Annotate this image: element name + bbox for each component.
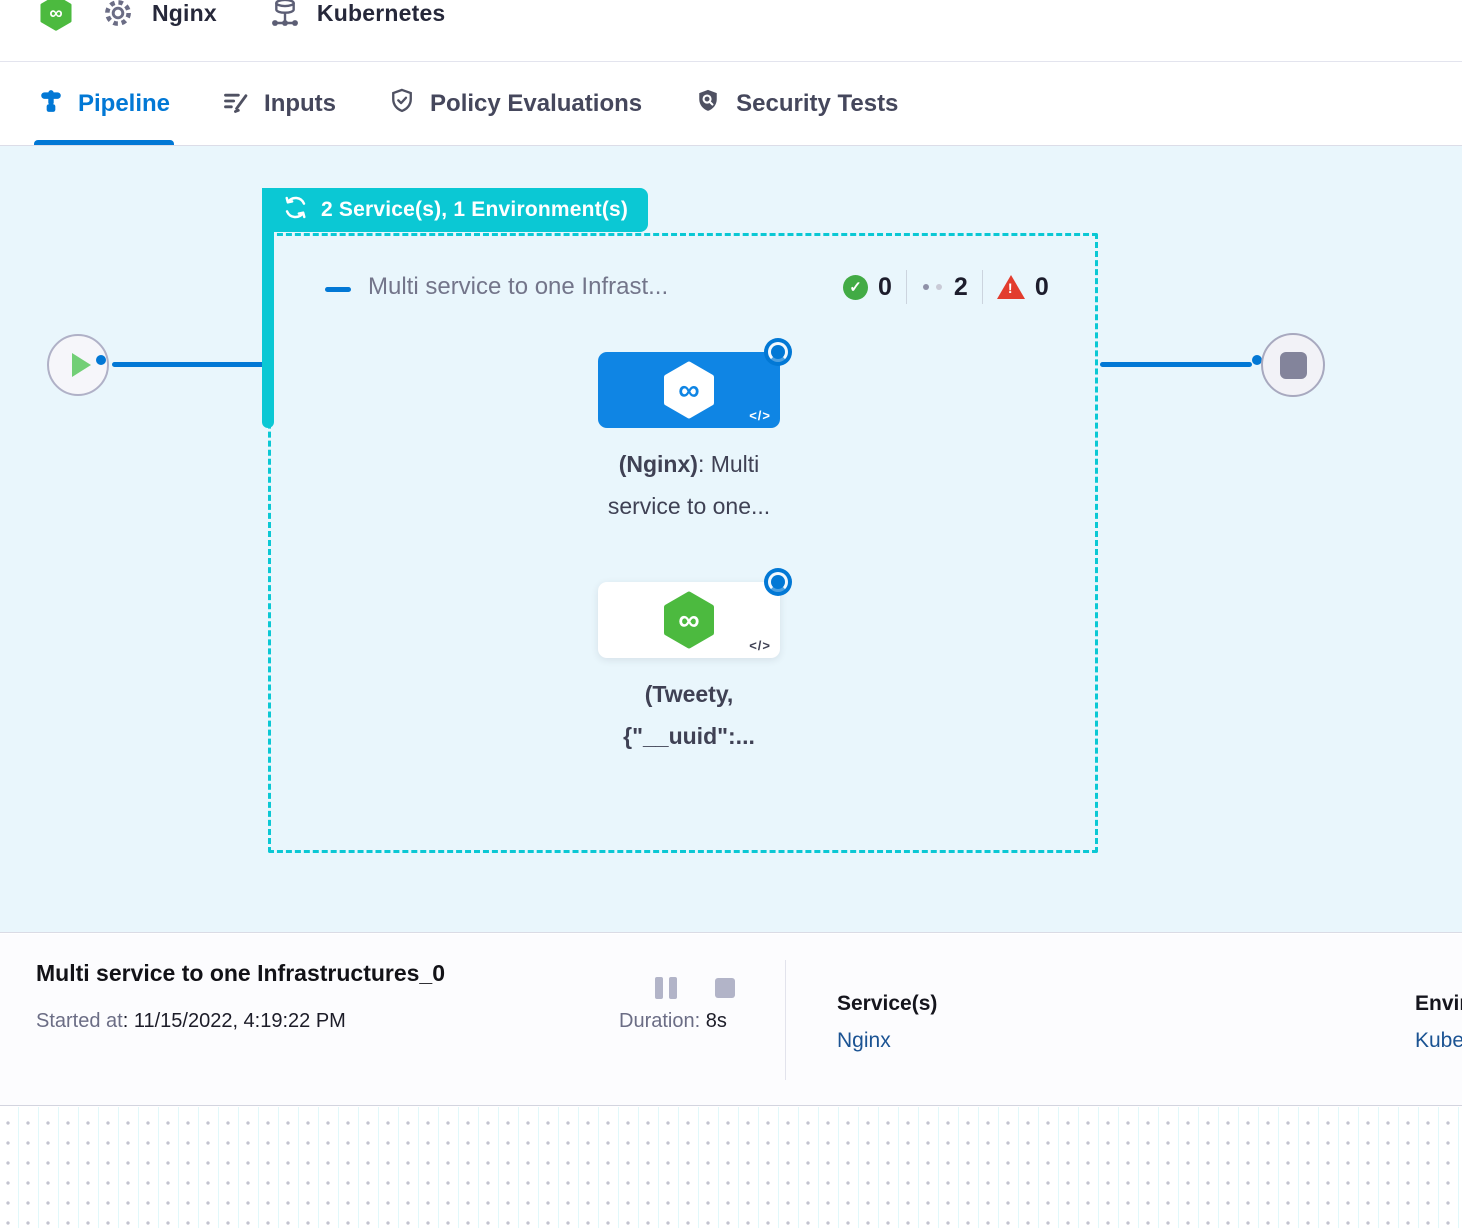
started-at-label: Started at <box>36 1010 123 1032</box>
tab-bar: Pipeline Inputs Policy Eval <box>0 62 1462 146</box>
node-label-line2: service to one... <box>607 493 771 519</box>
shield-check-icon <box>388 87 416 120</box>
node-label-tweety: (Tweety, {"__uuid":... <box>538 673 840 757</box>
stage-title[interactable]: Multi service to one Infrast... <box>368 273 669 300</box>
stage-status-counts: ✓ 0 2 0 <box>843 270 1049 304</box>
pipeline-icon <box>38 88 64 119</box>
started-at: Started at: 11/15/2022, 4:19:22 PM <box>36 1010 346 1033</box>
abort-button[interactable] <box>713 976 737 1000</box>
started-at-value: : 11/15/2022, 4:19:22 PM <box>122 1010 346 1032</box>
divider <box>905 270 907 304</box>
services-label: Service(s) <box>837 992 938 1015</box>
success-icon: ✓ <box>843 274 868 300</box>
tab-inputs-label: Inputs <box>264 89 337 117</box>
pipeline-name[interactable]: Nginx <box>152 0 217 26</box>
svg-text:∞: ∞ <box>49 2 62 23</box>
shield-search-icon <box>694 87 722 120</box>
code-icon: </> <box>749 638 771 653</box>
svg-text:∞: ∞ <box>678 604 699 637</box>
duration: Duration: 8s <box>619 1010 727 1033</box>
node-label-rest: : Multi <box>697 451 760 477</box>
collapse-stage-button[interactable] <box>325 287 351 292</box>
pause-button[interactable] <box>654 976 678 1000</box>
execution-summary-bar: Multi service to one Infrastructures_0 S… <box>0 934 1462 1106</box>
pause-icon <box>655 977 677 999</box>
failed-icon <box>996 275 1025 299</box>
pipeline-canvas: 2 Service(s), 1 Environment(s) Multi ser… <box>0 146 1462 933</box>
running-count: 2 <box>953 272 968 301</box>
tab-policy-evaluations-label: Policy Evaluations <box>430 89 643 117</box>
tab-pipeline-label: Pipeline <box>78 89 171 117</box>
tab-security-tests-label: Security Tests <box>736 89 899 117</box>
environment-link-kubernetes[interactable]: Kubernetes <box>1415 1029 1462 1052</box>
success-count: 0 <box>878 272 892 301</box>
node-label-bold: (Nginx) <box>618 451 698 477</box>
harness-logo-icon: ∞ <box>38 0 74 32</box>
end-port <box>1252 355 1262 365</box>
start-port <box>96 355 106 365</box>
stage-node-tweety[interactable]: ∞ </> <box>598 582 780 658</box>
edge-left <box>112 362 268 367</box>
services-environments-label: 2 Service(s), 1 Environment(s) <box>321 198 629 221</box>
svg-text:∞: ∞ <box>678 374 699 407</box>
node-label-nginx: (Nginx): Multi service to one... <box>538 443 840 527</box>
header: ∞ Nginx K <box>0 0 1462 62</box>
environments-summary: Environment(s) Kubernetes <box>1415 992 1462 1053</box>
end-node[interactable] <box>1261 333 1325 397</box>
failed-count: 0 <box>1034 272 1049 301</box>
tab-inputs[interactable]: Inputs <box>222 62 336 145</box>
divider <box>981 270 983 304</box>
tab-policy-evaluations[interactable]: Policy Evaluations <box>388 62 642 145</box>
stop-icon <box>1279 351 1307 379</box>
loop-icon <box>282 194 309 226</box>
edge-right <box>1100 362 1252 367</box>
stage-boundary <box>268 233 1098 853</box>
start-node[interactable] <box>47 334 109 396</box>
tab-security-tests[interactable]: Security Tests <box>694 62 898 145</box>
duration-label: Duration: <box>619 1010 701 1032</box>
inputs-icon <box>222 87 250 120</box>
stage-node-nginx[interactable]: ∞ </> <box>598 352 780 428</box>
canvas-dot-grid <box>0 1107 1462 1228</box>
stop-icon <box>715 978 735 998</box>
running-icon <box>922 284 942 290</box>
node-label-line2: {"__uuid":... <box>623 723 755 749</box>
code-icon: </> <box>749 408 771 423</box>
harness-logo-green-hexagon: ∞ <box>664 591 714 649</box>
node-label-bold: (Tweety, <box>644 681 734 707</box>
gear-icon <box>102 0 134 29</box>
service-link-nginx[interactable]: Nginx <box>837 1029 891 1052</box>
running-spinner-badge <box>764 338 792 366</box>
running-spinner-badge <box>764 568 792 596</box>
tab-pipeline[interactable]: Pipeline <box>33 62 175 145</box>
services-environments-badge[interactable]: 2 Service(s), 1 Environment(s) <box>262 188 649 232</box>
environment-icon <box>269 0 301 29</box>
execution-title: Multi service to one Infrastructures_0 <box>36 960 446 986</box>
divider <box>785 960 786 1080</box>
play-icon <box>71 353 91 377</box>
environments-label: Environment(s) <box>1415 992 1462 1015</box>
duration-value: 8s <box>705 1010 727 1032</box>
harness-logo-white-hexagon: ∞ <box>664 361 714 419</box>
environment-name[interactable]: Kubernetes <box>316 0 446 26</box>
services-summary: Service(s) Nginx <box>837 992 937 1053</box>
